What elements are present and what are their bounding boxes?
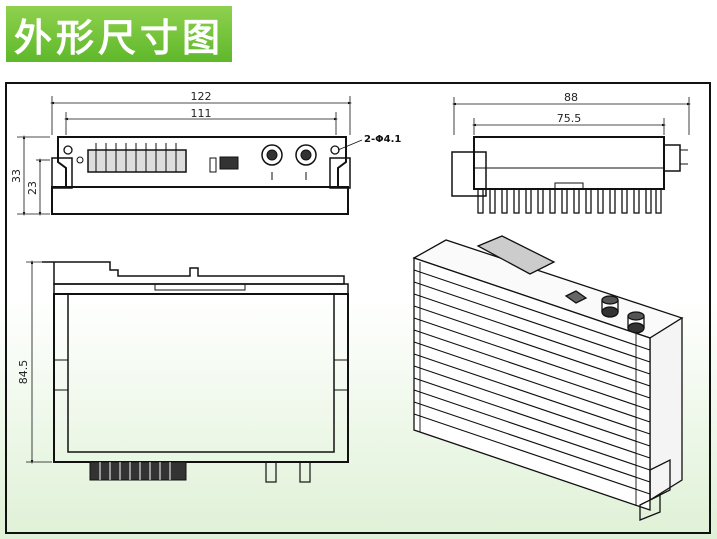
title-badge: 外形尺寸图: [6, 6, 232, 62]
front-width-outer-label: 122: [191, 90, 212, 103]
front-height-outer-label: 33: [10, 169, 23, 183]
top-view: [26, 260, 349, 483]
front-height-inner-label: 23: [26, 181, 39, 195]
side-width-inner-label: 75.5: [557, 112, 582, 125]
isometric-view: [412, 235, 684, 521]
side-width-outer-label: 88: [564, 91, 578, 104]
front-view: [17, 96, 363, 216]
front-width-inner-label: 111: [191, 107, 212, 120]
hole-spec-label: 2-Φ4.1: [364, 134, 401, 145]
side-view: [451, 97, 691, 214]
page-title: 外形尺寸图: [13, 15, 224, 60]
drawing-frame: [5, 82, 711, 534]
top-height-label: 84.5: [17, 360, 30, 385]
